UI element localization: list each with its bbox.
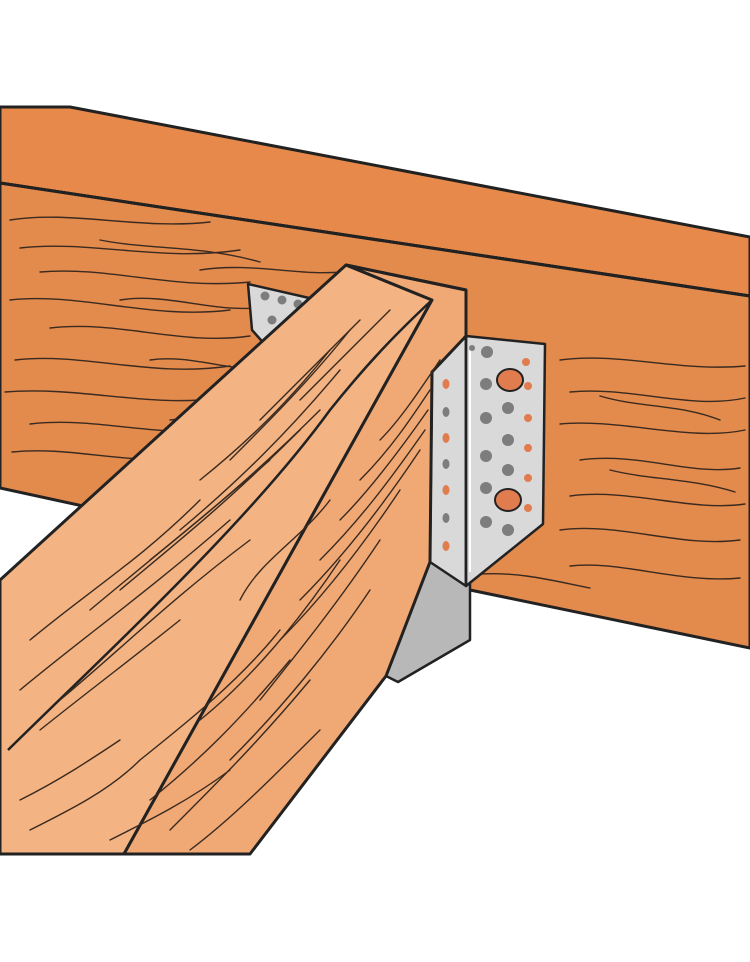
- header-beam-wood-grain: [4, 216, 746, 589]
- joist-wood-grain: [19, 309, 441, 851]
- joist: [0, 263, 468, 856]
- hanger-face-holes: [469, 345, 532, 536]
- hanger-nail-heads: [494, 368, 524, 512]
- header-beam-top-face: [0, 105, 750, 298]
- hanger-right-side: [384, 334, 547, 684]
- hanger-side-holes: [442, 379, 450, 551]
- joist-side-face: [122, 263, 468, 856]
